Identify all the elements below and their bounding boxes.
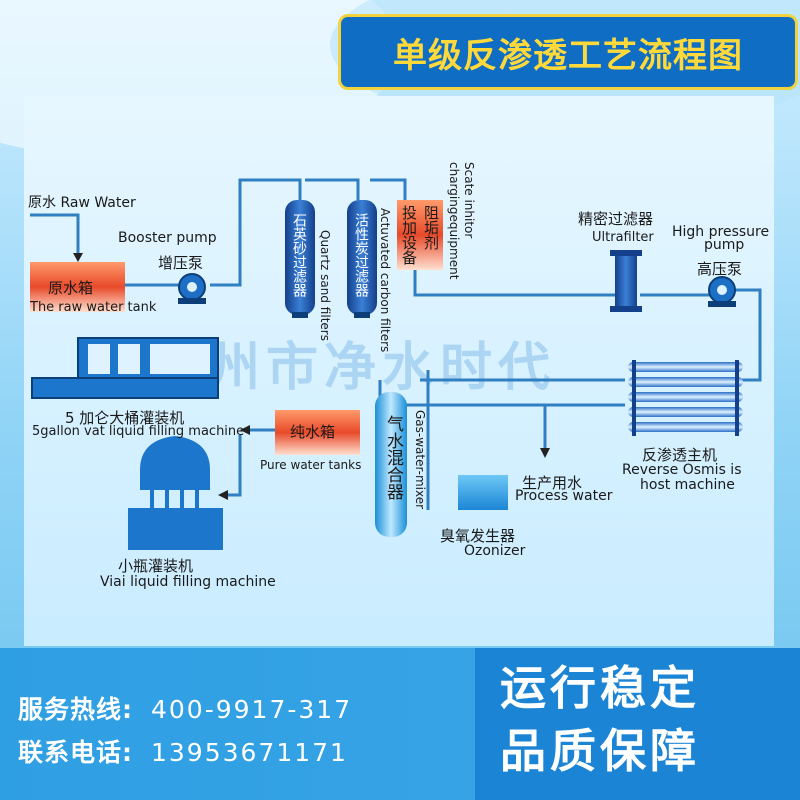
bottle-en-label: Viai liquid filling machine xyxy=(100,574,276,590)
dosing-zh-label: 投加设备 xyxy=(400,205,418,265)
quartz-zh-label: 石英砂过滤器 xyxy=(291,213,307,297)
quartz-filter-icon xyxy=(285,200,315,318)
pipe-arrows xyxy=(73,253,550,500)
page-title: 单级反渗透工艺流程图 xyxy=(338,14,798,90)
carbon-zh-label: 活性炭过滤器 xyxy=(353,213,369,297)
service-hotline-number: 400-9917-317 xyxy=(151,695,353,724)
ro-host-machine-icon xyxy=(628,360,743,436)
ultrafilter-zh-label: 精密过滤器 xyxy=(578,210,654,228)
slogan-quality-assurance: 品质保障 xyxy=(500,724,700,778)
scale-en-label-1: Scate inhitor xyxy=(462,162,476,239)
vat-filling-machine-icon xyxy=(31,337,219,399)
ro-en-label-2: host machine xyxy=(640,477,735,493)
ozonizer-zh-label: 臭氧发生器 xyxy=(440,527,516,545)
pure-tank-zh-label: 纯水箱 xyxy=(290,423,336,441)
slogan-stable-operation: 运行稳定 xyxy=(500,661,700,715)
vat-en-label: 5gallon vat liquid filling machine xyxy=(32,424,245,439)
booster-pump-en-label: Booster pump xyxy=(118,230,217,246)
contact-phone-label: 联系电话: xyxy=(18,738,133,767)
hp-pump-en-label-2: pump xyxy=(704,237,745,253)
arrow-down-icon xyxy=(540,448,550,458)
pure-water-tank xyxy=(275,410,360,455)
contact-phone: 联系电话: 13953671171 xyxy=(18,733,348,769)
scale-en-label-2: chargingequipment xyxy=(447,162,461,280)
service-hotline: 服务热线: 400-9917-317 xyxy=(18,690,352,726)
ozonizer-icon xyxy=(458,475,508,510)
bottle-zh-label: 小瓶灌装机 xyxy=(118,557,194,575)
ultrafilter-en-label: Ultrafilter xyxy=(592,230,654,245)
arrow-left-icon xyxy=(240,425,250,435)
mixer-en-label: Gas-water-mixer xyxy=(413,410,427,510)
mixer-zh-label: 气水混合器 xyxy=(383,415,403,500)
quartz-en-label: Quartz sand filters xyxy=(318,230,332,341)
arrow-down-icon xyxy=(73,253,83,262)
contact-phone-number: 13953671171 xyxy=(151,738,348,767)
high-pressure-pump-icon xyxy=(708,276,736,307)
carbon-filter-icon xyxy=(347,200,377,318)
vat-zh-label: 5 加仑大桶灌装机 xyxy=(65,409,185,427)
carbon-en-label: Actuvated carbon filters xyxy=(378,208,392,353)
footer-bar xyxy=(0,648,800,800)
pure-tank-en-label: Pure water tanks xyxy=(260,458,362,472)
scale-zh-label: 阻垢剂 xyxy=(422,205,440,250)
process-water-en-label: Process water xyxy=(515,488,613,504)
arrow-left-icon xyxy=(218,490,228,500)
dosing-equipment xyxy=(397,200,443,270)
hp-pump-zh-label: 高压泵 xyxy=(697,260,743,278)
ozonizer-en-label: Ozonizer xyxy=(464,543,526,559)
process-water-zh-label: 生产用水 xyxy=(522,474,583,492)
service-hotline-label: 服务热线: xyxy=(18,695,133,724)
booster-pump-zh-label: 增压泵 xyxy=(158,254,204,272)
raw-water-tank xyxy=(30,262,125,312)
ro-zh-label: 反渗透主机 xyxy=(642,446,718,464)
raw-water-label: 原水 Raw Water xyxy=(28,195,136,211)
hp-pump-en-label-1: High pressure xyxy=(672,224,770,240)
bottle-filling-machine-icon xyxy=(128,436,223,550)
gas-water-mixer-icon xyxy=(375,392,407,537)
ultrafilter-icon xyxy=(610,250,642,312)
raw-tank-en-label: The raw water tank xyxy=(30,300,157,315)
ro-en-label-1: Reverse Osmis is xyxy=(622,462,742,478)
booster-pump-icon xyxy=(178,273,206,304)
raw-tank-zh-label: 原水箱 xyxy=(48,279,94,297)
